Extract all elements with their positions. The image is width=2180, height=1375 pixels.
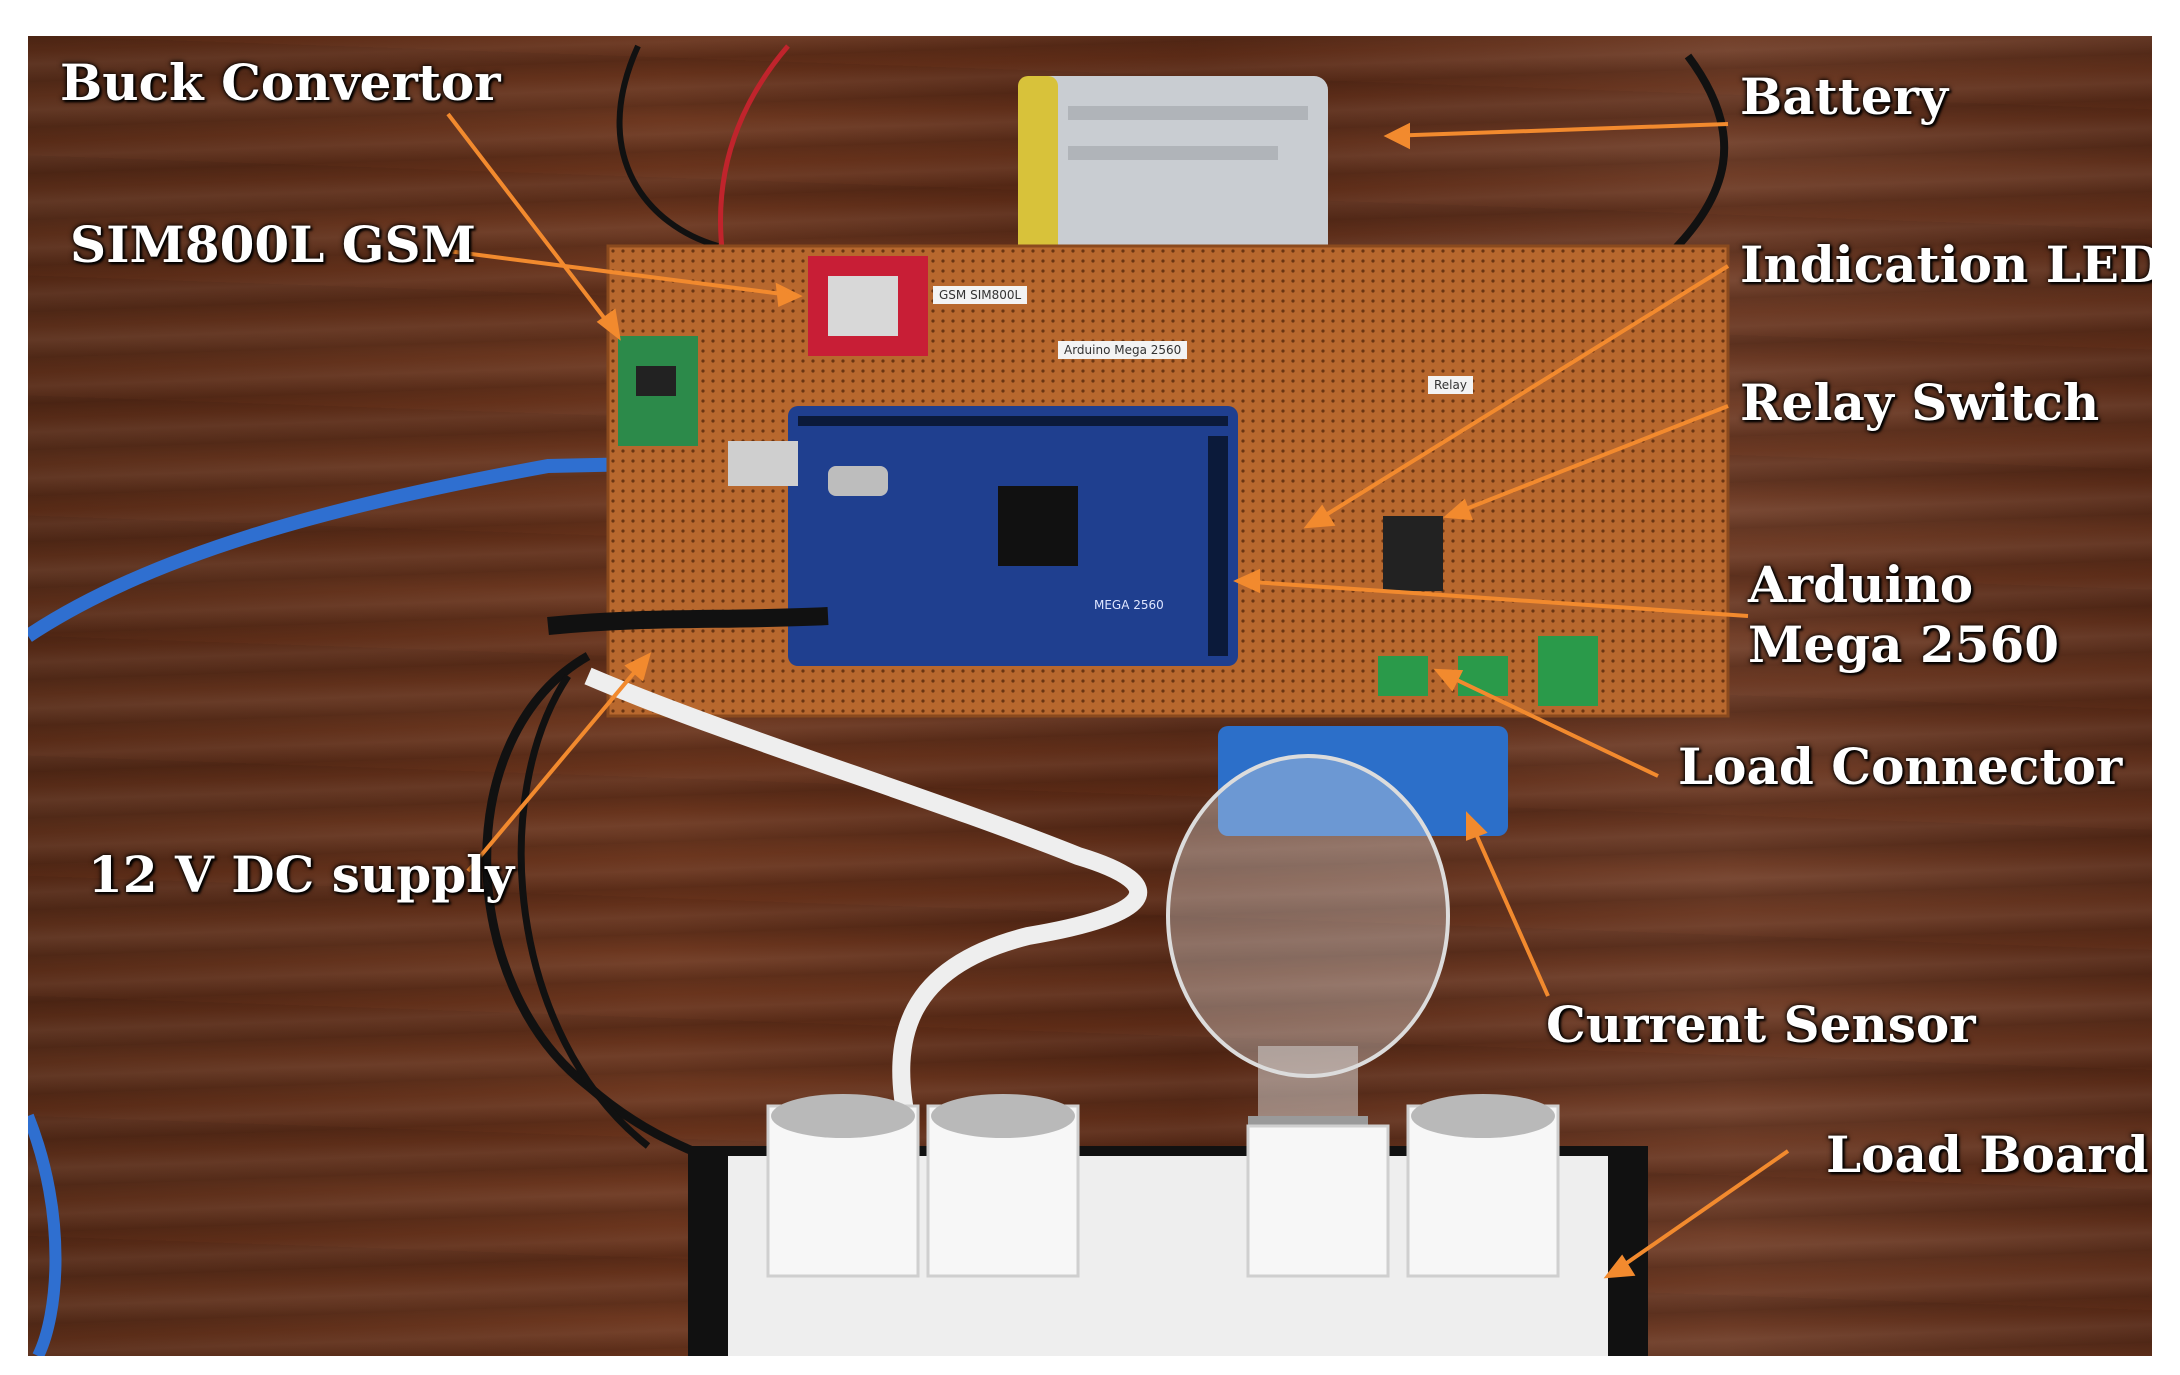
battery (1018, 76, 1328, 266)
battery-wire (616, 44, 719, 249)
bulb-holders (766, 1104, 1560, 1278)
label-buck-convertor: Buck Convertor (60, 53, 501, 112)
label-load-board: Load Board (1826, 1125, 2149, 1184)
light-bulb (1166, 754, 1450, 1186)
label-relay-switch: Relay Switch (1740, 373, 2100, 432)
gsm-tag: GSM SIM800L (933, 286, 1028, 304)
prototype-illustration (28, 44, 1790, 1356)
usb-plug (728, 441, 798, 486)
label-sim800l-gsm: SIM800L GSM (70, 215, 476, 274)
current-sensor (1218, 726, 1508, 836)
label-mega-2560: Mega 2560 (1748, 615, 2060, 674)
prototype-photo: GSM SIM800L Arduino Mega 2560 Relay MEGA… (28, 36, 2152, 1356)
label-load-connector: Load Connector (1678, 737, 2123, 796)
label-arduino: Arduino (1748, 555, 1974, 614)
relay-tag: Relay (1428, 376, 1473, 394)
relay (1383, 516, 1443, 591)
sensor-plug (1538, 636, 1598, 706)
label-current-sensor: Current Sensor (1546, 995, 1976, 1054)
usb-cable-lower (28, 1113, 62, 1356)
label-dc-supply: 12 V DC supply (88, 845, 515, 904)
mega-tag: MEGA 2560 (1094, 598, 1164, 612)
load-terminal-2 (1458, 656, 1508, 696)
battery-wire-right (1665, 53, 1729, 259)
load-terminal-1 (1378, 656, 1428, 696)
label-indication-leds: Indication LEDs (1740, 235, 2152, 294)
arduino-board (788, 406, 1238, 666)
label-battery: Battery (1740, 67, 1949, 126)
dc-cable (547, 607, 829, 635)
arduino-tag: Arduino Mega 2560 (1058, 341, 1188, 359)
usb-cable (28, 454, 779, 642)
annotation-arrows (446, 112, 1790, 1279)
white-cable (584, 667, 1147, 1128)
